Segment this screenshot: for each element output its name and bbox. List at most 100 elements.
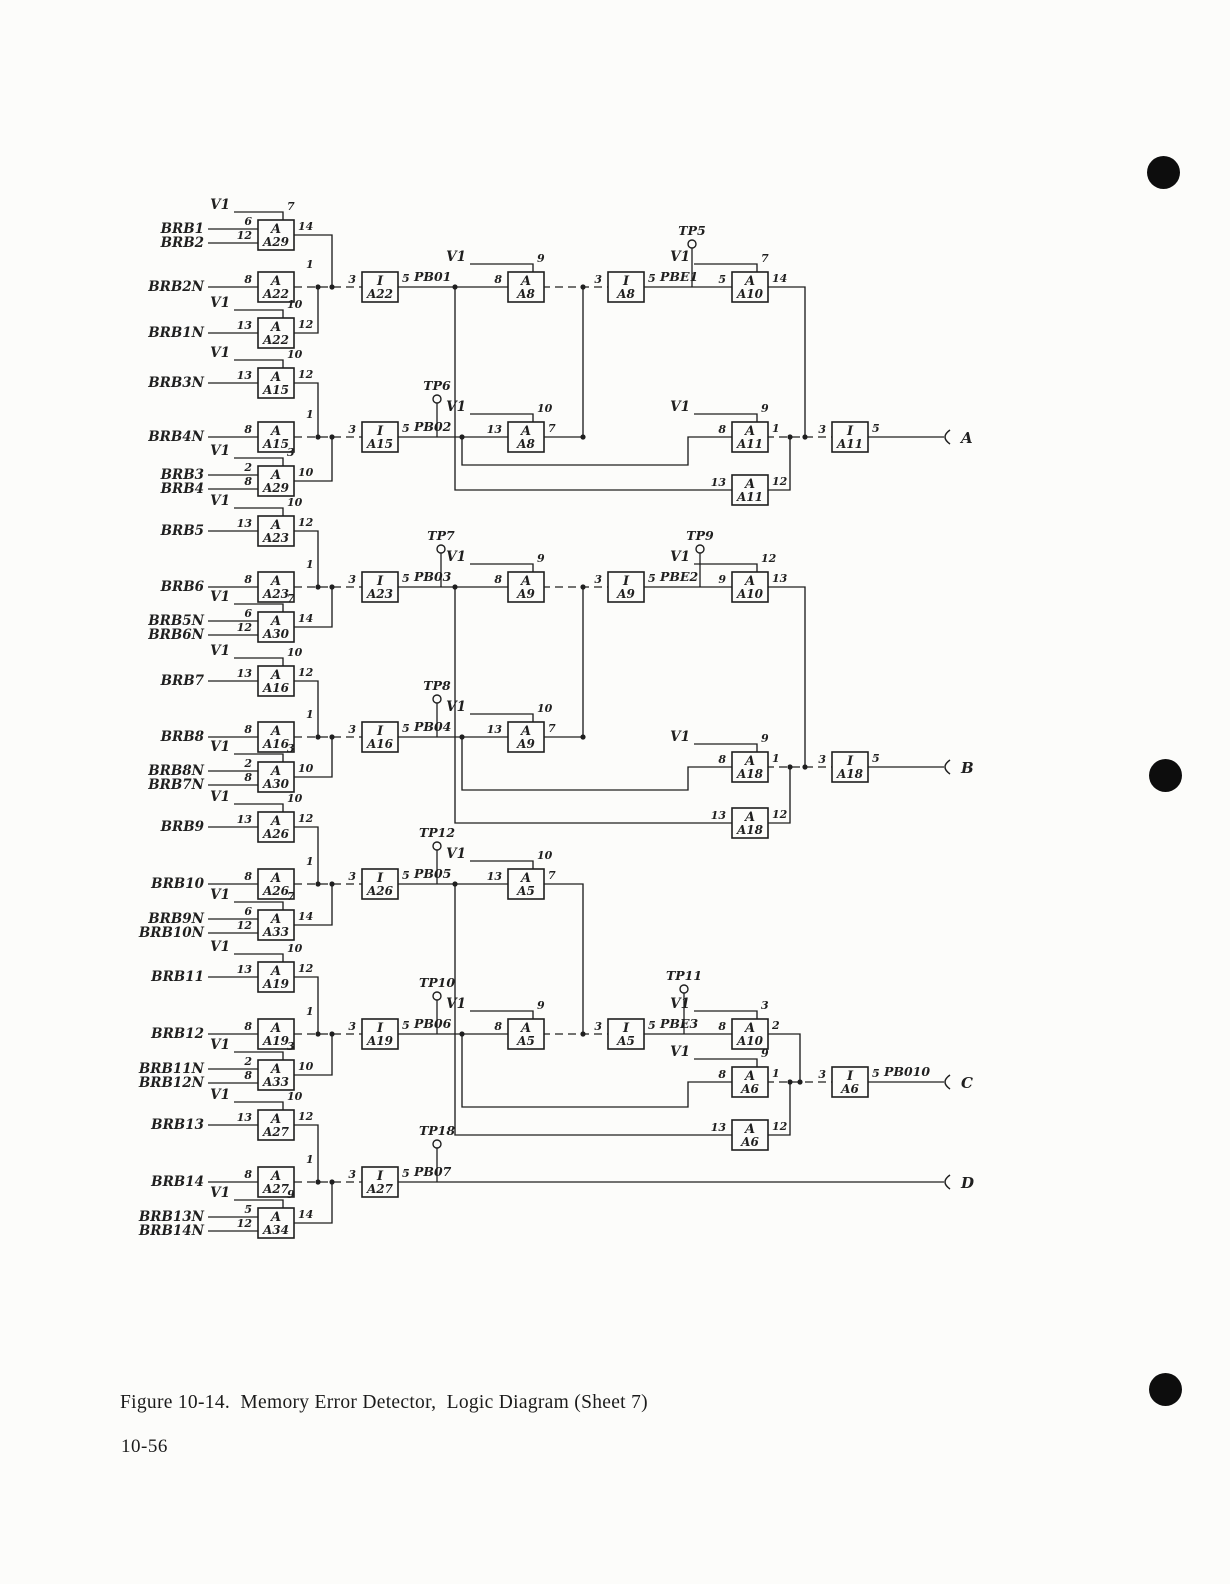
v1-pin-label: 9 — [761, 732, 769, 745]
gate-type-label: I — [846, 754, 854, 769]
gate-type-label: A — [269, 370, 281, 385]
v1-lead — [470, 713, 534, 722]
wire — [766, 286, 806, 437]
input-pin-label: 3 — [594, 1020, 602, 1033]
v1-lead — [234, 1199, 284, 1208]
v1-pin-label: 12 — [761, 552, 777, 565]
gate-type-label: A — [743, 424, 755, 439]
gate-name-label: A10 — [736, 587, 764, 601]
output-connector — [944, 1174, 951, 1190]
page-number: 10-56 — [121, 1436, 168, 1457]
junction-dot — [315, 1031, 321, 1037]
gate-box — [257, 1166, 295, 1198]
junction-dot — [315, 284, 321, 290]
gate-name-label: A29 — [262, 235, 290, 249]
gate-box — [257, 1207, 295, 1239]
output-B: B — [944, 759, 974, 777]
wire — [294, 826, 319, 884]
v1-lead — [470, 1010, 534, 1019]
v1-label: V1 — [210, 643, 230, 659]
v1-label: V1 — [446, 996, 466, 1012]
wire — [294, 530, 319, 587]
gate-type-label: I — [846, 1069, 854, 1084]
output-pin-label: 14 — [772, 272, 787, 285]
gate-name-label: A19 — [262, 1034, 290, 1048]
output-pin-label: 5 — [402, 869, 410, 882]
v1-lead — [234, 803, 284, 812]
input-signal-label: BRB5N — [147, 613, 204, 629]
junction-dot — [329, 1031, 335, 1037]
wire — [461, 737, 732, 791]
gate-box — [361, 421, 399, 453]
gate-box — [257, 317, 295, 349]
gate-box — [731, 807, 769, 839]
output-signal-label: PB010 — [883, 1064, 930, 1079]
output-pin-label: 5 — [648, 272, 656, 285]
v1-label: V1 — [670, 249, 690, 265]
output-signal-label: PBE1 — [659, 269, 698, 284]
punch-hole-middle — [1149, 759, 1182, 792]
test-point-circle — [679, 984, 689, 994]
test-point-TP11: TP11 — [666, 968, 702, 1034]
v1-label: V1 — [210, 345, 230, 361]
input-pin-label: 6 — [244, 905, 252, 918]
input-pin-label: 12 — [237, 229, 253, 242]
v1-label: V1 — [210, 887, 230, 903]
gate-name-label: A33 — [262, 925, 289, 939]
gate-type-label: A — [269, 668, 281, 683]
gate-name-label: A26 — [262, 827, 290, 841]
input-pin-label: 13 — [487, 423, 503, 436]
output-pin-label: 12 — [298, 1110, 314, 1123]
output-pin-label: 12 — [298, 666, 314, 679]
gate-type-label: A — [269, 274, 281, 289]
output-letter: B — [960, 759, 974, 777]
bus-pin-label: 1 — [306, 558, 314, 571]
v1-pin-label: 10 — [287, 298, 303, 311]
test-point-TP10: TP10 — [419, 975, 455, 1034]
gate-box — [831, 751, 869, 783]
gate-type-label: A — [269, 320, 281, 335]
gate-name-label: A16 — [262, 737, 290, 751]
output-pin-label: 2 — [771, 1019, 780, 1032]
v1-pin-label: 3 — [287, 742, 295, 755]
test-point-circle — [687, 239, 697, 249]
wire — [461, 436, 732, 466]
gate-box — [731, 751, 769, 783]
output-pin-label: 12 — [298, 318, 314, 331]
output-pin-label: 5 — [402, 722, 410, 735]
gate-box — [257, 909, 295, 941]
gate-name-label: A27 — [262, 1125, 290, 1139]
output-pin-label: 12 — [298, 812, 314, 825]
input-pin-label: 8 — [244, 423, 252, 436]
v1-label: V1 — [210, 443, 230, 459]
gate-box — [507, 1018, 545, 1050]
v1-pin-label: 10 — [537, 402, 553, 415]
input-pin-label: 13 — [711, 809, 727, 822]
gate-name-label: A16 — [366, 737, 394, 751]
v1-pin-label: 10 — [287, 496, 303, 509]
gate-name-label: A23 — [262, 587, 289, 601]
wire — [461, 1034, 732, 1108]
input-pin-label: 3 — [348, 870, 356, 883]
test-point-label: TP5 — [678, 223, 705, 238]
output-pin-label: 5 — [402, 1167, 410, 1180]
gate-type-label: I — [376, 871, 384, 886]
output-pin-label: 5 — [872, 422, 880, 435]
bus-pin-label: 1 — [306, 1153, 314, 1166]
wire — [294, 680, 319, 737]
punch-hole-bottom — [1149, 1373, 1182, 1406]
junction-dot — [315, 1179, 321, 1185]
